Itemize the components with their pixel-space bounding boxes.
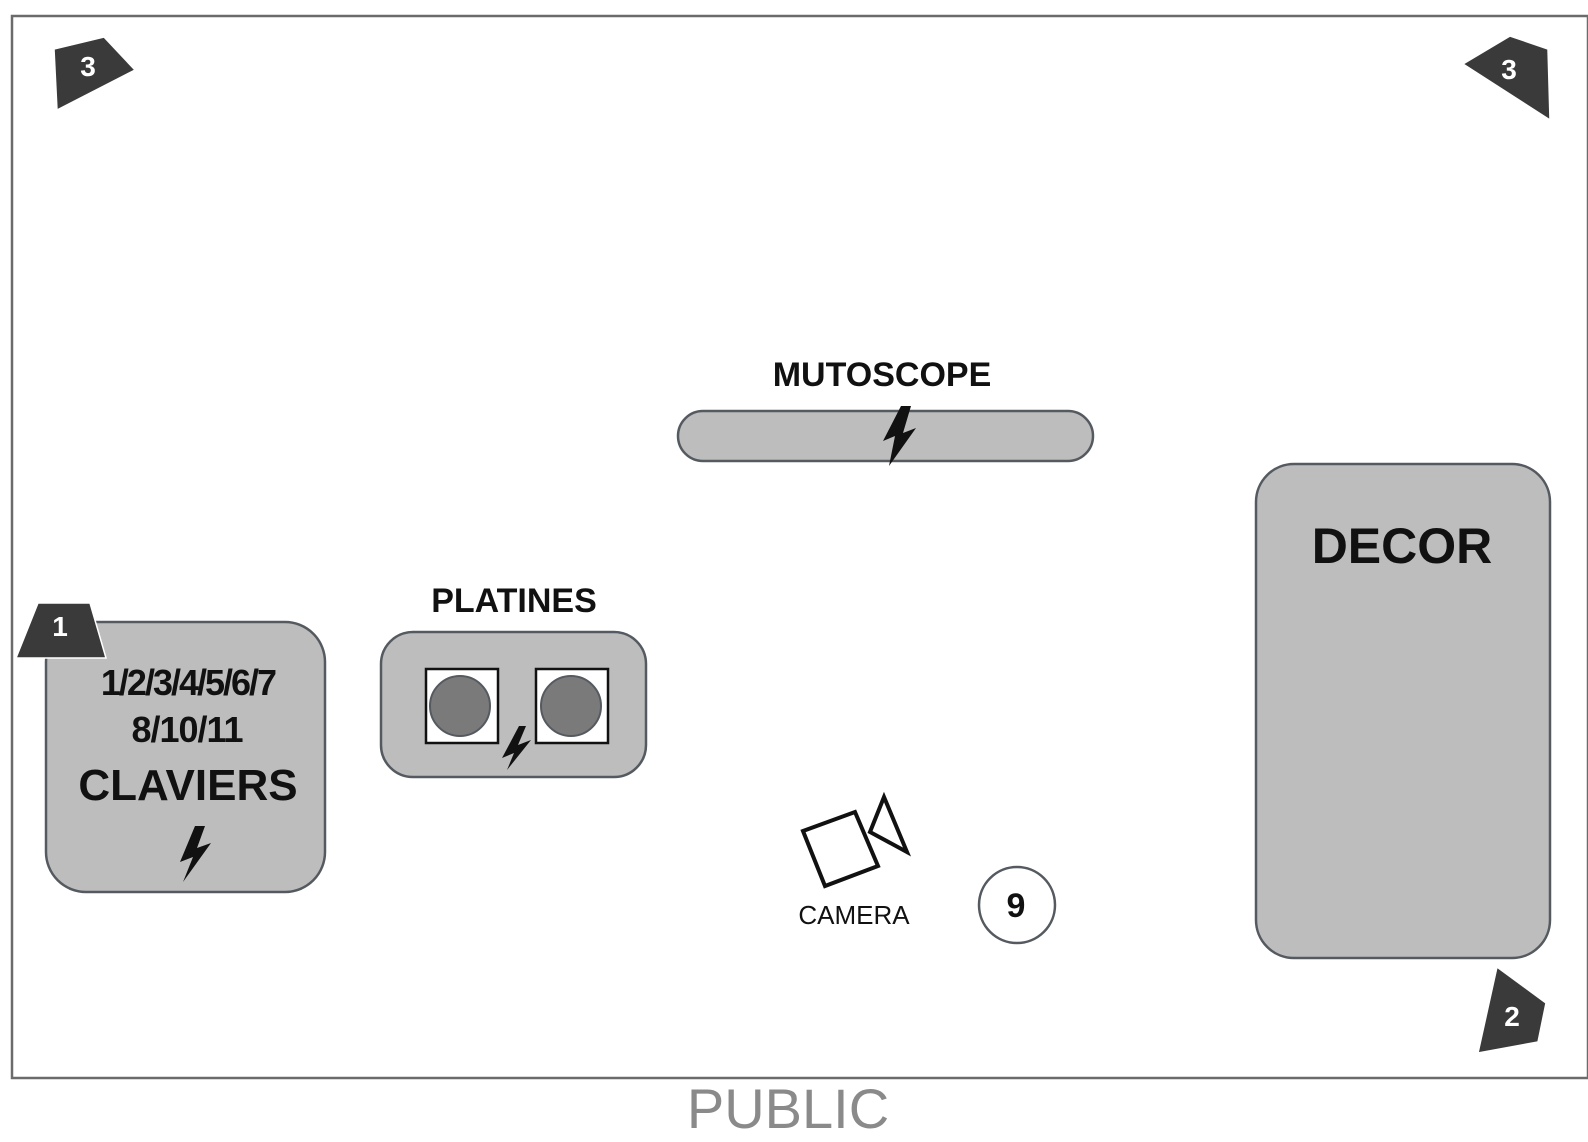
platines-label: PLATINES	[431, 582, 597, 620]
power-icon	[180, 826, 211, 882]
camera-label: CAMERA	[798, 900, 910, 930]
monitor-1-label: 1	[52, 611, 68, 642]
power-icon	[502, 726, 531, 770]
platter-left-icon	[429, 675, 491, 737]
camera-icon	[800, 791, 912, 889]
monitor-wedge-icon	[14, 602, 107, 659]
platines: PLATINES	[379, 582, 648, 779]
monitor-3-left: 3	[53, 36, 137, 112]
monitor-3-right-label: 3	[1501, 54, 1517, 85]
claviers-inputs-line2: 8/10/11	[131, 709, 243, 750]
input-9: 9	[977, 865, 1057, 945]
monitor-3-left-label: 3	[80, 51, 96, 82]
mutoscope-label: MUTOSCOPE	[773, 356, 992, 394]
decor-label: DECOR	[1312, 518, 1493, 574]
input-9-label: 9	[1007, 887, 1026, 925]
audience-label: PUBLIC	[687, 1077, 889, 1140]
monitor-wedge-icon	[1461, 35, 1551, 122]
monitor-1: 1	[14, 602, 107, 659]
camera: CAMERA	[798, 791, 912, 930]
claviers-block	[44, 620, 327, 894]
input-9-circle	[977, 865, 1057, 945]
platter-right-icon	[540, 675, 602, 737]
monitor-2: 2	[1477, 965, 1547, 1054]
claviers: 1/2/3/4/5/6/7 8/10/11 CLAVIERS	[44, 620, 327, 894]
mutoscope-table	[676, 409, 1095, 463]
monitor-wedge-icon	[53, 36, 137, 112]
monitor-wedge-icon	[1477, 965, 1547, 1054]
decor-block	[1254, 462, 1552, 960]
power-icon	[883, 406, 916, 466]
monitor-2-label: 2	[1504, 1001, 1520, 1032]
mutoscope: MUTOSCOPE	[676, 356, 1095, 466]
claviers-label: CLAVIERS	[78, 761, 297, 810]
decor: DECOR	[1254, 462, 1552, 960]
claviers-inputs-line1: 1/2/3/4/5/6/7	[101, 662, 276, 703]
monitor-3-right: 3	[1461, 35, 1551, 122]
